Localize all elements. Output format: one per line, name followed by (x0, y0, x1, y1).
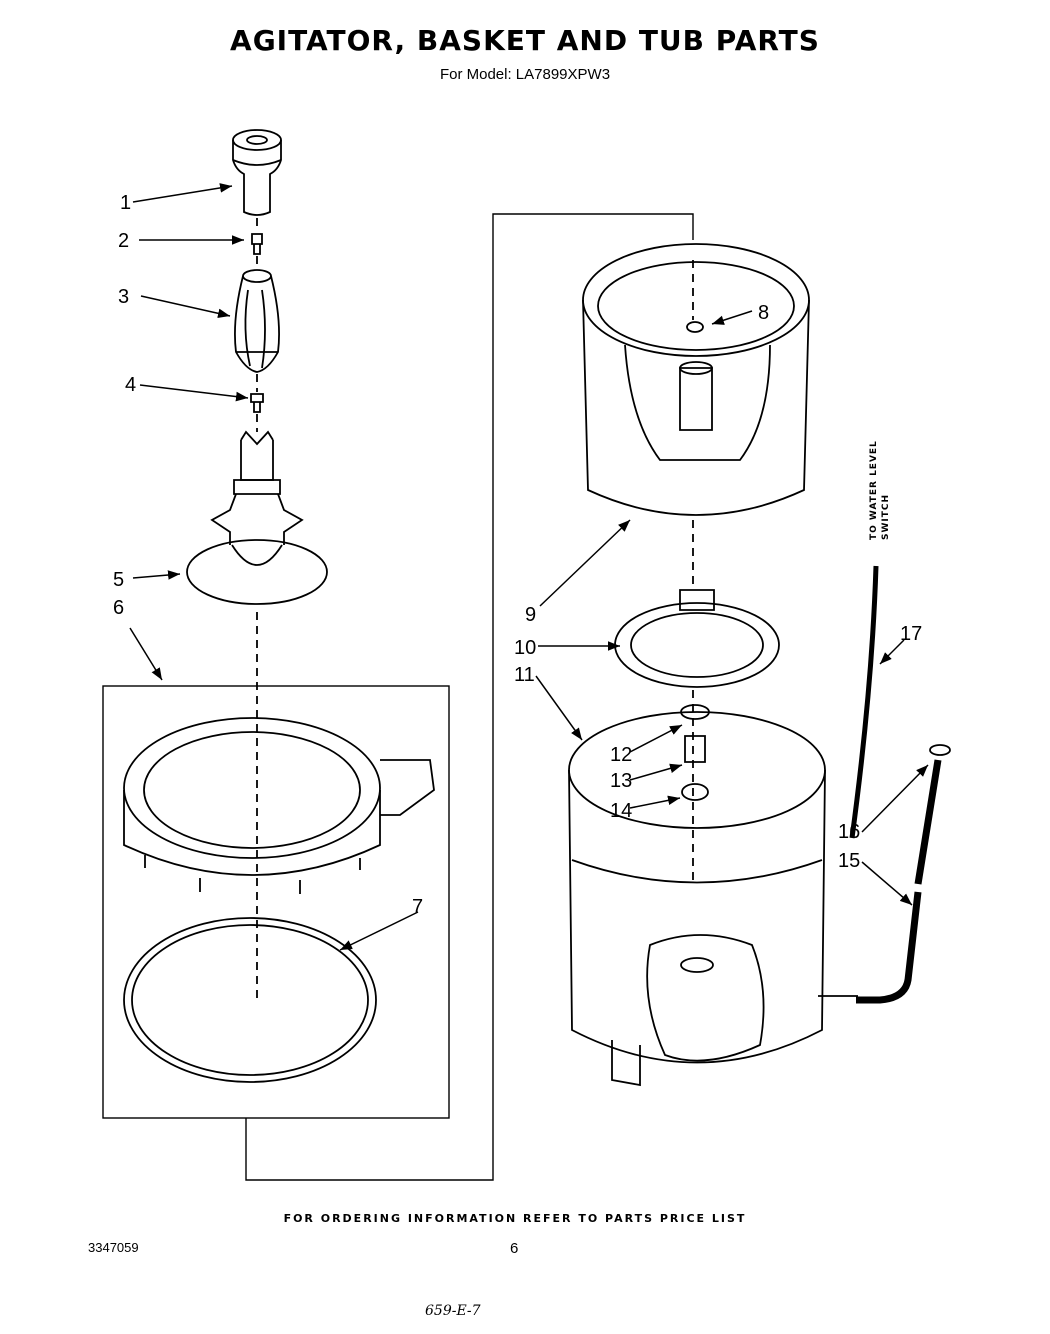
callout-14: 14 (610, 800, 632, 822)
callout-5: 5 (113, 569, 124, 591)
callout-3: 3 (118, 286, 129, 308)
callout-11: 11 (514, 664, 535, 686)
callout-12: 12 (610, 744, 632, 766)
outer-tub-part (568, 711, 826, 1087)
callout-13: 13 (610, 770, 632, 792)
assembly-group-box (102, 685, 450, 1119)
callout-16: 16 (838, 821, 860, 843)
callout-10: 10 (514, 637, 536, 659)
hose-parts (818, 565, 951, 1004)
gasket-part (123, 917, 377, 1083)
callout-6: 6 (113, 597, 124, 619)
agitator-base-part (186, 430, 328, 605)
agitator-barrel-part (234, 269, 280, 373)
callout-leaders (129, 183, 929, 951)
drive-ring-part (614, 589, 780, 688)
ordering-note: FOR ORDERING INFORMATION REFER TO PARTS … (283, 1212, 747, 1225)
model-subtitle: For Model: LA7899XPW3 (439, 66, 611, 83)
page-number: 6 (510, 1240, 519, 1257)
callout-9: 9 (525, 604, 536, 626)
callout-17: 17 (900, 623, 922, 645)
callout-1: 1 (120, 192, 131, 214)
basket-part (582, 243, 810, 516)
callout-2: 2 (118, 230, 129, 252)
fastener-part (250, 393, 264, 413)
bolt-part (251, 233, 263, 255)
agitator-cap-part (232, 129, 282, 216)
page-title: AGITATOR, BASKET AND TUB PARTS (230, 24, 820, 57)
tub-ring-part (123, 717, 435, 894)
callout-7: 7 (412, 896, 423, 918)
callout-8: 8 (758, 302, 769, 324)
document-number: 3347059 (88, 1240, 139, 1255)
callout-4: 4 (125, 374, 136, 396)
hub-parts (680, 704, 710, 801)
callout-15: 15 (838, 850, 860, 872)
connector-line (245, 213, 694, 1181)
handwritten-code: 659-E-7 (425, 1303, 481, 1319)
